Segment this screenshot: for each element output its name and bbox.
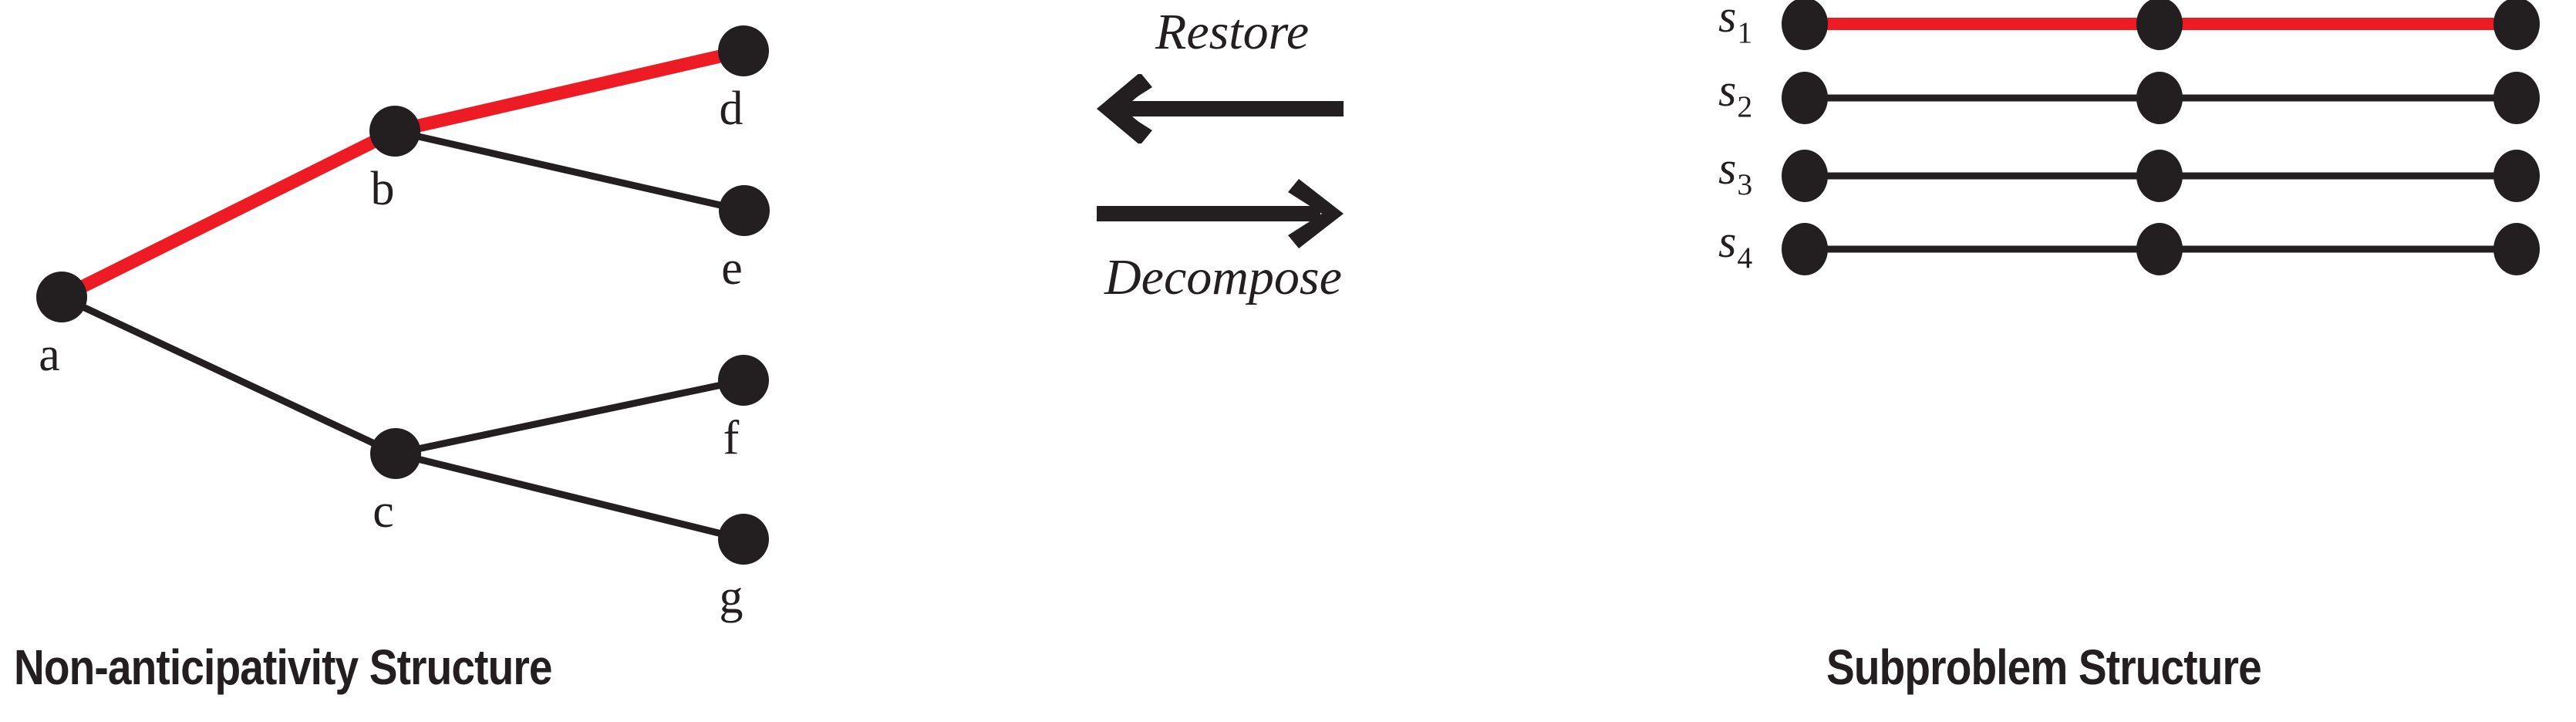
chain-node-s4-2[interactable] [2136,223,2183,275]
decompose-arrow-icon [1097,179,1344,248]
chain-node-s3-2[interactable] [2136,150,2183,202]
tree-node-a[interactable] [36,272,87,322]
scenario-label-base: s [1718,0,1737,42]
tree-node-g[interactable] [718,514,769,565]
restore-arrow-icon [1097,74,1344,143]
scenario-label-base: s [1718,216,1737,267]
tree-node-f[interactable] [718,355,769,406]
tree-node-label-c: c [373,485,394,538]
scenario-label-s4: s4 [1718,218,1752,273]
tree-edge-b-e [394,127,745,214]
tree-node-e[interactable] [719,185,770,236]
non-anticipativity-panel: a b c d e f g Non-anticipativity Structure [0,0,810,722]
chain-node-s1-3[interactable] [2493,0,2540,50]
scenario-label-s2: s2 [1718,67,1752,122]
scenario-label-index: 2 [1737,89,1753,123]
chain-node-s2-1[interactable] [1782,72,1828,124]
chain-node-s1-2[interactable] [2136,0,2183,50]
tree-edge-a-b [59,125,398,303]
non-anticipativity-caption: Non-anticipativity Structure [14,639,553,695]
tree-node-label-e: e [721,242,743,295]
scenario-label-index: 3 [1737,167,1753,201]
tree-edge-c-g [394,450,745,543]
tree-edge-a-c [60,293,397,457]
transform-arrows-panel: Restore Decompose [1041,0,1581,722]
restore-label: Restore [1155,4,1310,60]
tree-node-label-b: b [371,163,395,215]
scenario-label-base: s [1718,65,1737,116]
tree-edge-b-d [393,44,745,138]
tree-edge-c-f [395,376,744,457]
tree-node-label-g: g [720,571,743,623]
non-anticipativity-tree: a b c d e f g [36,25,770,623]
scenario-label-base: s [1718,143,1737,194]
scenario-label-s3: s3 [1718,145,1752,200]
tree-node-b[interactable] [369,106,420,157]
tree-node-label-d: d [720,83,743,135]
chain-node-s2-2[interactable] [2136,72,2183,124]
decompose-label: Decompose [1104,249,1342,305]
chain-node-s3-3[interactable] [2493,150,2540,202]
tree-node-c[interactable] [370,428,421,479]
tree-node-d[interactable] [718,25,769,76]
chain-node-s1-1[interactable] [1782,0,1828,50]
scenario-label-index: 1 [1737,15,1753,49]
scenario-label-index: 4 [1737,240,1753,275]
scenario-label-s1: s1 [1718,0,1752,48]
chain-node-s3-1[interactable] [1782,150,1828,202]
chain-node-s4-1[interactable] [1782,223,1828,275]
chain-node-s4-3[interactable] [2493,223,2540,275]
subproblem-chains [1782,0,2540,275]
subproblem-caption: Subproblem Structure [1826,639,2262,695]
chain-node-s2-3[interactable] [2493,72,2540,124]
tree-node-label-f: f [723,412,740,464]
tree-node-label-a: a [39,329,60,381]
